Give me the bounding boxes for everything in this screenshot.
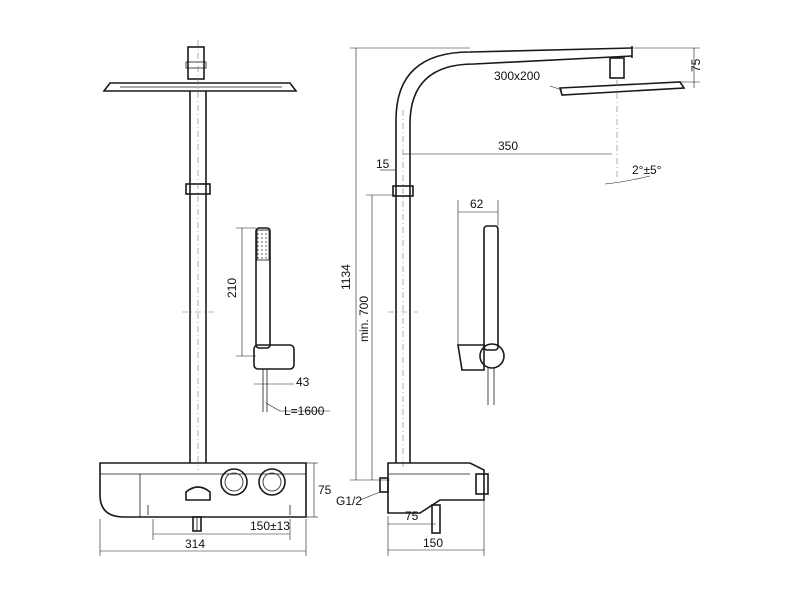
head-size-leader	[549, 85, 563, 91]
side-riser-collar	[392, 185, 414, 197]
hose-outlet	[185, 486, 211, 501]
temperature-knob	[220, 468, 248, 496]
side-rain-head	[558, 81, 686, 96]
spout-offset-label: 150±13	[250, 519, 290, 533]
side-knob	[475, 473, 489, 495]
rain-shower-head	[102, 82, 298, 92]
temperature-knob-inner	[224, 472, 244, 492]
side-spout	[431, 504, 441, 534]
hose-leader	[265, 402, 281, 412]
hand-shower-length-label: 210	[225, 278, 239, 298]
side-holder-ring	[479, 343, 505, 369]
hand-shower-front: 43 210 L=1600	[225, 227, 330, 418]
arm-inner	[409, 55, 633, 463]
arm-length-label: 350	[498, 139, 518, 153]
side-wall-bracket	[457, 344, 485, 371]
flow-knob-inner	[262, 472, 282, 492]
arm-outer	[395, 47, 633, 463]
mixer-width-label: 314	[185, 537, 205, 551]
front-view: 75 150±13 314	[99, 40, 332, 556]
inlet-label: G1/2	[336, 494, 362, 508]
hand-shower-holder	[253, 344, 295, 370]
hand-shower-nozzle-area	[256, 229, 270, 261]
holder-width-label: 62	[470, 197, 484, 211]
side-mixer-body	[387, 462, 485, 514]
total-height-label: 1134	[339, 264, 353, 290]
arm-offset-label: 15	[376, 157, 390, 171]
inlet-leader	[359, 491, 381, 501]
side-head-connector	[609, 57, 625, 79]
min-height-label: min. 700	[357, 296, 371, 342]
holder-depth-label: 43	[296, 375, 310, 389]
mixer-height-label: 75	[318, 483, 332, 497]
head-size-label: 300x200	[494, 69, 540, 83]
side-spout-offset-label: 75	[405, 509, 419, 523]
hose-length-label: L=1600	[284, 404, 325, 418]
side-hand-shower	[483, 225, 499, 351]
tilt-arc	[604, 175, 651, 185]
side-depth-label: 150	[423, 536, 443, 550]
flow-knob	[258, 468, 286, 496]
hand-shower-handle	[255, 227, 271, 349]
head-connector	[187, 46, 205, 80]
side-inlet	[379, 477, 389, 493]
side-view: 75 300x200 2°±5° 15 350 1134 min. 700 G1…	[336, 46, 703, 556]
head-tilt-label: 2°±5°	[632, 163, 662, 177]
head-height-label: 75	[689, 58, 703, 72]
hand-shower-side: 62	[457, 197, 505, 405]
head-connector-nut	[185, 61, 207, 69]
mixer-body	[99, 462, 307, 518]
